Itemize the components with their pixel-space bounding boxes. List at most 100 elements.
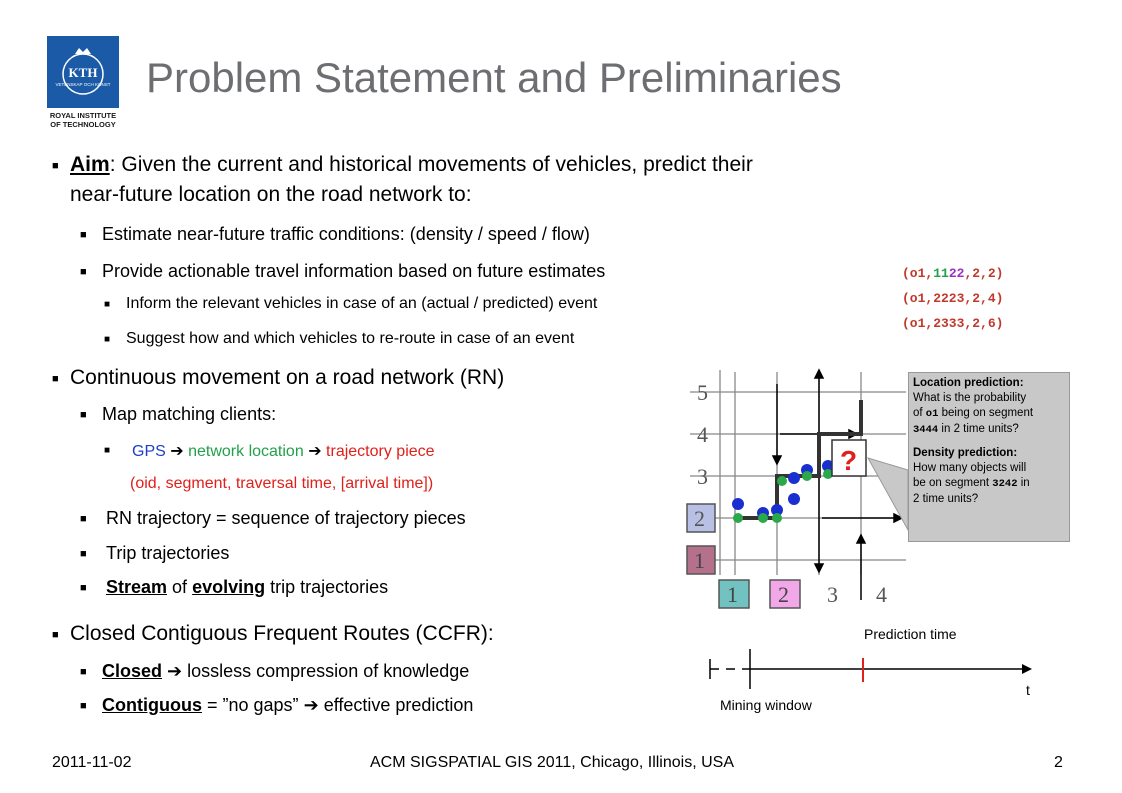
road-network-grid: 5 4 3 2 1 1 2 3 4 ? [686, 368, 909, 609]
inform-bullet: ■ Inform the relevant vehicles in case o… [104, 295, 597, 313]
bullet-square: ■ [80, 229, 87, 241]
x-label-2: 2 [778, 582, 789, 607]
arrow-down-icon [813, 563, 825, 574]
aim-bullet: ■ Aim: Given the current and historical … [52, 153, 753, 177]
den-be-on: be on segment [913, 477, 990, 489]
svg-text:VETENSKAP OCH KONST: VETENSKAP OCH KONST [56, 82, 111, 87]
y-label-2-box [686, 503, 716, 533]
evolving-label: evolving [192, 577, 266, 597]
bullet-square: ■ [80, 513, 87, 525]
y-label-4: 4 [697, 422, 708, 447]
position-dot [788, 472, 800, 484]
x-label-4: 4 [876, 582, 887, 607]
den-in: in [1020, 477, 1030, 489]
bullet-square: ■ [80, 700, 87, 712]
arrow-icon: ➔ [170, 443, 184, 460]
location-prediction-line-3: 3444 in 2 time units? [913, 422, 1065, 438]
position-dot [732, 498, 744, 510]
aim-text-1: : Given the current and historical movem… [109, 153, 753, 176]
position-dot [772, 513, 782, 523]
bullet-square: ■ [80, 666, 87, 678]
rn-trajectory-bullet: ■ RN trajectory = sequence of trajectory… [80, 508, 466, 529]
map-matching-text: Map matching clients: [102, 404, 277, 424]
y-label-1-box [686, 545, 716, 575]
page-number: 2 [1054, 754, 1063, 771]
provide-bullet: ■ Provide actionable travel information … [80, 261, 605, 282]
bullet-square: ■ [80, 582, 87, 594]
trajectory-piece-label: trajectory piece [326, 443, 435, 460]
arrow-right-icon [893, 512, 904, 524]
arrow-icon: ➔ [308, 443, 322, 460]
contiguous-text: = ”no gaps” [207, 695, 299, 715]
den-segment-id: 3242 [992, 478, 1018, 490]
density-prediction-line-1: How many objects will [913, 462, 1027, 474]
tuple-1-suffix: ,2,2) [964, 266, 1004, 281]
tuple-1: (o1,1122,2,2) [902, 266, 1003, 281]
contiguous-label: Contiguous [102, 695, 202, 715]
trajectory-tuple-text: (oid, segment, traversal time, [arrival … [130, 475, 434, 492]
location-prediction-line-1: What is the probability [913, 392, 1027, 404]
tuple-1-seg-b: 22 [948, 266, 965, 281]
stream-of: of [172, 577, 188, 597]
loc-being-on: being on segment [941, 407, 1034, 419]
stream-label: Stream [106, 577, 168, 597]
y-label-2: 2 [694, 506, 705, 531]
timeline [709, 649, 1032, 689]
callout-pointer [866, 457, 909, 532]
question-mark: ? [840, 445, 857, 476]
density-prediction-line-2: be on segment 3242 in [913, 476, 1065, 492]
kth-logo: KTH VETENSKAP OCH KONST ROYAL INSTITUTE … [47, 36, 119, 132]
inform-text: Inform the relevant vehicles in case of … [126, 295, 598, 312]
tuple-1-seg-a: 11 [933, 266, 949, 281]
arrow-up-icon [855, 533, 867, 544]
provide-text: Provide actionable travel information ba… [102, 261, 606, 281]
bullet-square: ■ [80, 266, 87, 278]
bullet-square: ■ [80, 548, 87, 560]
arrow-icon: ➔ [303, 695, 319, 715]
position-dot [802, 471, 812, 481]
position-dot [771, 504, 783, 516]
loc-time-text: in 2 time units? [941, 423, 1019, 435]
y-label-5: 5 [697, 380, 708, 405]
kth-logo-emblem: KTH VETENSKAP OCH KONST [47, 36, 119, 108]
loc-of: of [913, 407, 923, 419]
prediction-callout: Location prediction: What is the probabi… [908, 372, 1070, 542]
density-prediction-line-3: 2 time units? [913, 493, 979, 505]
closed-label: Closed [102, 661, 163, 681]
position-dot [777, 476, 787, 486]
stream-bullet: ■ Stream of evolving trip trajectories [80, 577, 388, 598]
position-dot [822, 460, 834, 472]
contiguous-text-2: effective prediction [323, 695, 474, 715]
timeline-arrow-icon [1022, 664, 1032, 674]
gps-label: GPS [132, 443, 166, 460]
continuous-bullet: ■ Continuous movement on a road network … [52, 366, 504, 390]
footer-date: 2011-11-02 [52, 754, 132, 771]
y-label-1: 1 [694, 548, 705, 573]
estimate-bullet: ■ Estimate near-future traffic condition… [80, 224, 590, 245]
density-prediction-title: Density prediction: [913, 447, 1018, 459]
rn-trajectory-text: RN trajectory = sequence of trajectory p… [106, 508, 466, 528]
mining-window-label: Mining window [720, 697, 812, 713]
bullet-square: ■ [104, 445, 111, 456]
network-location-label: network location [188, 443, 304, 460]
contiguous-bullet: ■ Contiguous = ”no gaps” ➔ effective pre… [80, 695, 473, 716]
svg-text:KTH: KTH [69, 65, 98, 80]
location-prediction-line-2: of o1 being on segment [913, 406, 1065, 422]
continuous-text: Continuous movement on a road network (R… [70, 366, 505, 389]
arrow-up-icon [813, 368, 825, 379]
y-label-3: 3 [697, 464, 708, 489]
bullet-square: ■ [80, 409, 87, 421]
tuple-1-prefix: (o1, [902, 266, 934, 281]
tuple-3: (o1,2333,2,6) [902, 316, 1004, 331]
arrow-down-icon [771, 455, 783, 466]
trip-bullet: ■ Trip trajectories [80, 543, 229, 564]
trip-text: Trip trajectories [106, 543, 230, 563]
position-dot [758, 513, 768, 523]
gps-bullet: ■ GPS ➔ network location ➔ trajectory pi… [104, 441, 435, 461]
aim-label: Aim [70, 153, 110, 176]
stream-rest: trip trajectories [270, 577, 389, 597]
x-label-3: 3 [827, 582, 838, 607]
x-label-1: 1 [727, 582, 738, 607]
prediction-time-label: Prediction time [864, 626, 957, 642]
footer-venue: ACM SIGSPATIAL GIS 2011, Chicago, Illino… [370, 754, 734, 771]
